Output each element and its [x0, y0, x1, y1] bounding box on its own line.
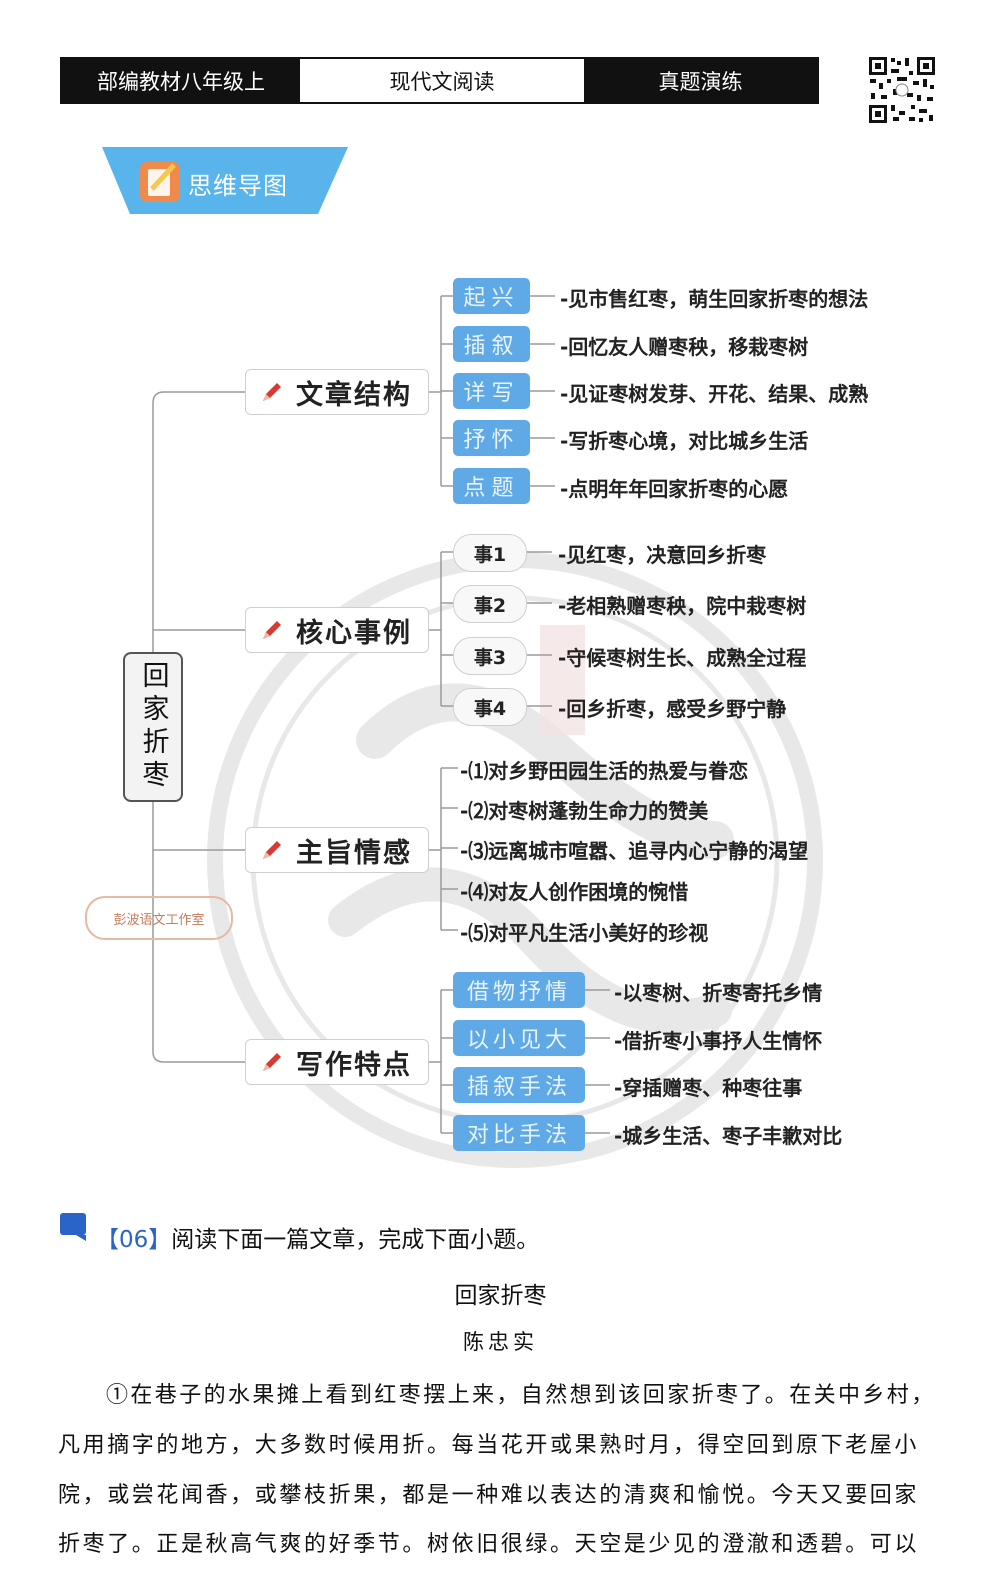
grade-label: 部编教材八年级上 [62, 59, 300, 102]
theme-text: -⑵对枣树蓬勃生命力的赞美 [460, 799, 709, 823]
question-prompt: 【06】阅读下面一篇文章，完成下面小题。 [96, 1220, 539, 1254]
banner-title: 思维导图 [188, 172, 288, 200]
structure-text: -点明年年回家折枣的心愿 [560, 477, 789, 501]
pencil-icon [263, 383, 281, 401]
question-text: 阅读下面一篇文章，完成下面小题。 [171, 1227, 540, 1253]
writing-tag: 对比手法 [453, 1115, 585, 1151]
article-line: 院，或尝花闻香，或攀枝折果，都是一种难以表达的清爽和愉悦。今天又要回家 [58, 1483, 920, 1508]
subject-label: 现代文阅读 [300, 59, 584, 102]
writing-text: -城乡生活、枣子丰歉对比 [614, 1124, 843, 1148]
pencil-icon [263, 621, 281, 639]
writing-text: -借折枣小事抒人生情怀 [614, 1029, 823, 1053]
branch-writing: 写作特点 [245, 1039, 429, 1085]
branch-label: 主旨情感 [296, 837, 412, 869]
pencil-icon [263, 1053, 281, 1071]
mindmap-banner [102, 147, 348, 214]
question-bookmark-icon [60, 1213, 86, 1241]
event-text: -回乡折枣，感受乡野宁静 [558, 697, 787, 721]
structure-tag: 点题 [453, 468, 530, 504]
theme-text: -⑷对友人创作困境的惋惜 [460, 880, 689, 904]
structure-text: -写折枣心境，对比城乡生活 [560, 429, 809, 453]
article-line: ①在巷子的水果摊上看到红枣摆上来，自然想到该回家折枣了。在关中乡村， [106, 1383, 936, 1408]
structure-tag: 起兴 [453, 278, 530, 314]
structure-text: -见证枣树发芽、开花、结果、成熟 [560, 382, 869, 406]
structure-tag: 抒怀 [453, 420, 530, 456]
structure-tag: 插叙 [453, 326, 530, 362]
question-number: 【06】 [96, 1227, 172, 1253]
branch-label: 文章结构 [296, 379, 412, 411]
header-bar: 部编教材八年级上 现代文阅读 真题演练 [60, 57, 819, 104]
branch-theme: 主旨情感 [245, 827, 429, 873]
event-tag: 事3 [453, 637, 527, 675]
branch-label: 核心事例 [296, 617, 412, 649]
branch-structure: 文章结构 [245, 369, 429, 415]
event-text: -见红枣，决意回乡折枣 [558, 543, 767, 567]
branch-events: 核心事例 [245, 607, 429, 653]
root-label: 回家折枣 [137, 661, 169, 793]
article-line: 凡用摘字的地方，大多数时候用折。每当花开或果熟时月，得空回到原下老屋小 [58, 1433, 920, 1458]
writing-tag: 借物抒情 [453, 972, 585, 1008]
writing-text: -穿插赠枣、种枣往事 [614, 1076, 803, 1100]
theme-text: -⑴对乡野田园生活的热爱与眷恋 [460, 759, 749, 783]
article-line: 折枣了。正是秋高气爽的好季节。树依旧很绿。天空是少见的澄澈和透碧。可以 [58, 1532, 920, 1557]
event-tag: 事2 [453, 585, 527, 623]
event-text: -守候枣树生长、成熟全过程 [558, 646, 807, 670]
event-tag: 事1 [453, 534, 527, 572]
event-tag: 事4 [453, 688, 527, 726]
writing-text: -以枣树、折枣寄托乡情 [614, 981, 823, 1005]
article-author: 陈忠实 [463, 1330, 538, 1354]
writing-tag: 以小见大 [453, 1020, 585, 1056]
event-text: -老相熟赠枣秧，院中栽枣树 [558, 594, 807, 618]
section-label: 真题演练 [584, 59, 817, 102]
article-title: 回家折枣 [454, 1283, 547, 1309]
studio-badge: 彭波语文工作室 [85, 896, 233, 940]
mindmap-root: 回家折枣 [123, 652, 183, 802]
branch-label: 写作特点 [296, 1049, 412, 1081]
theme-text: -⑸对平凡生活小美好的珍视 [460, 921, 709, 945]
structure-tag: 详写 [453, 373, 530, 409]
pencil-icon [263, 841, 281, 859]
structure-text: -见市售红枣，萌生回家折枣的想法 [560, 287, 869, 311]
theme-text: -⑶远离城市喧嚣、追寻内心宁静的渴望 [460, 839, 809, 863]
writing-tag: 插叙手法 [453, 1067, 585, 1103]
qr-code [867, 55, 937, 125]
mindmap-connectors [152, 295, 610, 1134]
structure-text: -回忆友人赠枣秧，移栽枣树 [560, 335, 809, 359]
